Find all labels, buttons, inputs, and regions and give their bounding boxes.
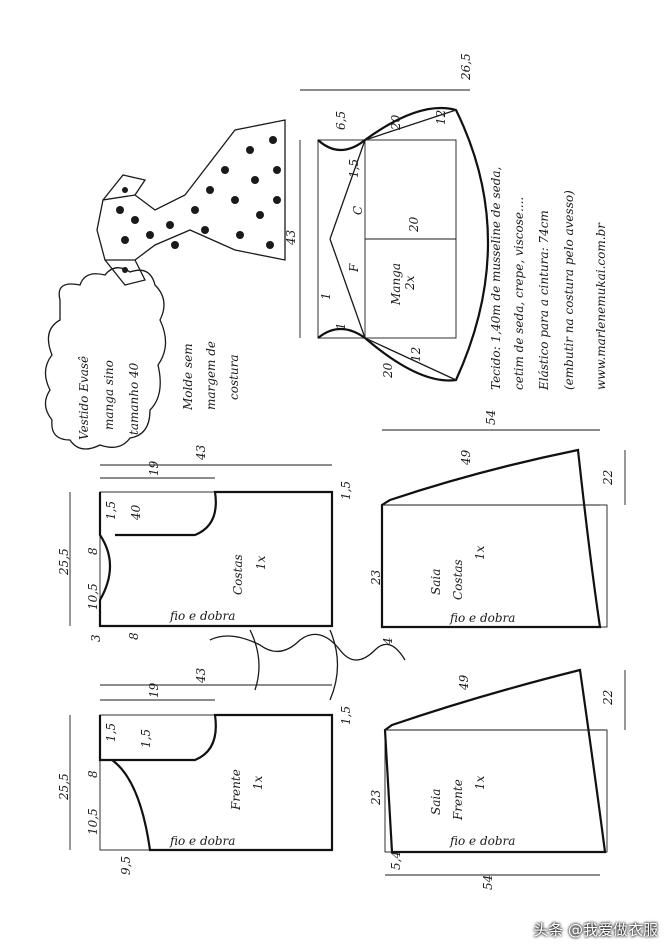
- front-bodice-dim-shoulder: 1,5: [104, 723, 118, 742]
- sleeve-dim-12a: 12: [434, 110, 448, 125]
- back-bodice-fold: fio e dobra: [169, 609, 235, 623]
- front-skirt-dim-width: 23: [369, 789, 383, 806]
- materials-note: Tecido: 1,40m de musseline de seda, ceti…: [489, 167, 608, 391]
- sleeve-dim-width: 20: [407, 216, 421, 233]
- front-skirt-label: Saia: [429, 789, 443, 815]
- back-bodice-dim-8: 8: [127, 632, 141, 640]
- front-bodice-dim-top: 19: [147, 682, 161, 698]
- back-bodice-label: Costas: [231, 554, 245, 595]
- materials-line-4: (embutir na costura pelo avesso): [562, 190, 576, 390]
- back-skirt-pattern: 54 49 22 23 4 Saia Costas 1x fio e dobra: [369, 410, 626, 646]
- front-bodice-dim-side: 1,5: [339, 706, 353, 725]
- front-bodice-qty: 1x: [251, 775, 265, 790]
- sleeve-dim-1: 1: [319, 292, 333, 300]
- sleeve-dim-top: 26,5: [459, 53, 473, 81]
- sleeve-dim-15: 1,5: [347, 159, 361, 178]
- molde-note-3: costura: [227, 354, 241, 400]
- sleeve-dim-20b: 20: [381, 362, 395, 379]
- front-bodice-pattern: 43 19 1,5 1,5 1,5 25,5 8 10,5 9,5 Frente…: [57, 667, 353, 875]
- materials-url: www.marlenemukai.com.br: [594, 222, 608, 390]
- back-skirt-dim-waist: 49: [459, 449, 473, 466]
- sleeve-dim-20c: 20: [389, 114, 403, 131]
- back-skirt-qty: 1x: [473, 545, 487, 560]
- back-skirt-dim-len: 54: [484, 410, 498, 425]
- dress-sketch: [96, 119, 286, 286]
- signature: [209, 629, 406, 701]
- back-bodice-dim-side: 1,5: [339, 481, 353, 500]
- materials-line-2: cetim de seda, crepe, viscose....: [512, 197, 526, 390]
- front-bodice-dim-len: 43: [194, 667, 208, 684]
- molde-note-1: Molde sem: [181, 343, 195, 411]
- molde-note-2: margem de: [204, 341, 218, 410]
- sleeve-dim-12b: 12: [409, 347, 423, 362]
- back-bodice-pattern: 43 19 40 1,5 1,5 25,5 8 10,5 3 8 Costas …: [57, 444, 353, 642]
- title-line-1: Vestido Evasê: [77, 356, 91, 440]
- back-bodice-dim-armhole: 40: [129, 504, 143, 521]
- watermark-text: 头条 @我爱做衣服: [533, 921, 658, 939]
- front-bodice-dim-width: 25,5: [57, 773, 71, 801]
- back-skirt-fold: fio e dobra: [449, 611, 515, 625]
- back-skirt-dim-width: 23: [369, 569, 383, 586]
- front-skirt-dim-hem: 22: [601, 690, 615, 706]
- back-bodice-dim-len: 43: [194, 444, 208, 461]
- front-skirt-dim-54: 5,4: [389, 851, 403, 870]
- title-line-3: tamanho 40: [127, 362, 141, 435]
- front-skirt-dim-waist: 49: [457, 674, 471, 691]
- sleeve-qty: 2x: [403, 275, 417, 291]
- sleeve-letter-f: F: [347, 263, 361, 273]
- sleeve-dim-1b: 1: [334, 322, 348, 330]
- back-bodice-dim-neckdepth: 10,5: [86, 583, 100, 610]
- front-bodice-dim-neckdepth: 10,5: [86, 808, 100, 835]
- sleeve-dim-cap: 6,5: [334, 111, 348, 130]
- back-bodice-qty: 1x: [254, 555, 268, 570]
- back-bodice-dim-top: 19: [147, 460, 161, 476]
- front-bodice-dim-neck: 8: [86, 770, 100, 778]
- back-bodice-dim-shoulder: 1,5: [104, 501, 118, 520]
- title-line-2: manga sino: [102, 360, 116, 430]
- back-skirt-dim-4: 4: [381, 637, 395, 646]
- sleeve-dim-total: 43: [284, 229, 298, 246]
- sleeve-pattern: 43 26,5 6,5 12 1,5 20 1 1 12 20 20 C F M…: [284, 53, 490, 382]
- sleeve-letter-c: C: [351, 206, 365, 215]
- back-bodice-dim-3: 3: [89, 634, 103, 642]
- title-cloud: Vestido Evasê manga sino tamanho 40 Mold…: [44, 267, 241, 450]
- back-skirt-label: Saia: [429, 569, 443, 595]
- back-bodice-dim-width: 25,5: [57, 548, 71, 576]
- front-bodice-dim-9: 9,5: [119, 856, 133, 875]
- back-skirt-label2: Costas: [451, 559, 465, 600]
- back-skirt-dim-hem: 22: [601, 470, 615, 486]
- front-skirt-pattern: 54 49 22 23 5,4 Saia Frente 1x fio e dob…: [369, 668, 626, 890]
- front-skirt-qty: 1x: [473, 775, 487, 790]
- materials-line-1: Tecido: 1,40m de musseline de seda,: [489, 167, 503, 390]
- front-skirt-fold: fio e dobra: [449, 834, 515, 848]
- front-bodice-fold: fio e dobra: [169, 834, 235, 848]
- back-bodice-dim-neck: 8: [86, 547, 100, 555]
- sleeve-label: Manga: [389, 263, 403, 306]
- front-bodice-dim-armhole: 1,5: [139, 729, 153, 748]
- front-skirt-dim-len: 54: [481, 875, 495, 890]
- materials-line-3: Elástico para a cintura: 74cm: [537, 210, 551, 391]
- front-bodice-label: Frente: [229, 769, 243, 811]
- front-skirt-label2: Frente: [451, 779, 465, 821]
